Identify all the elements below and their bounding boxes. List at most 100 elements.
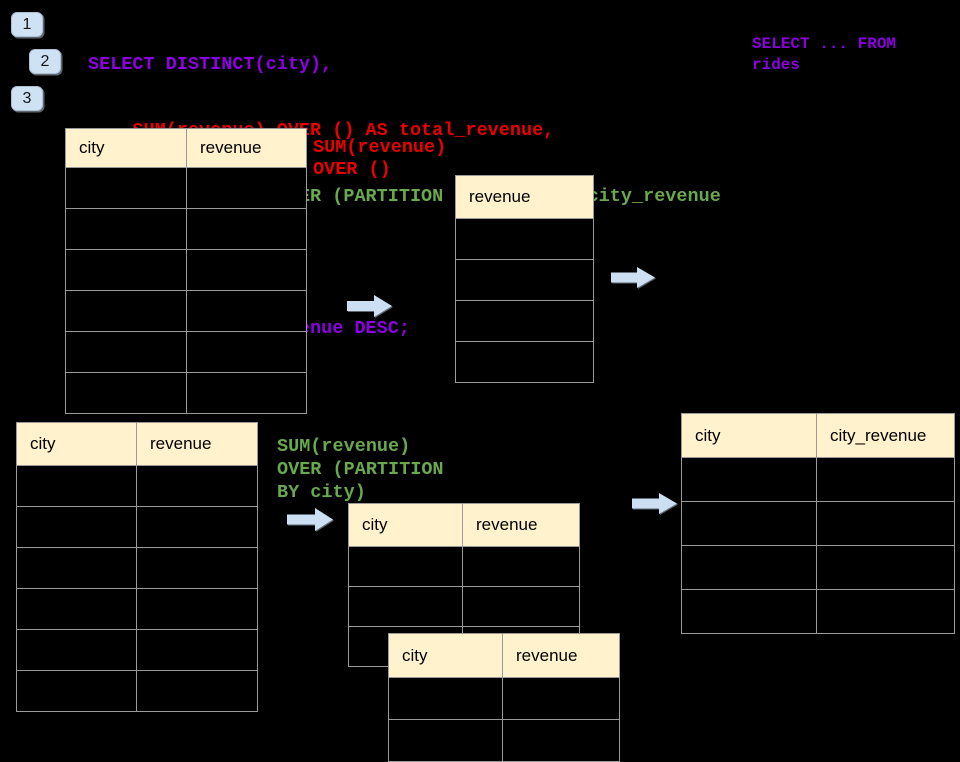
- table-cell: [682, 590, 817, 633]
- table-row: [456, 342, 593, 382]
- table-row: [682, 458, 954, 502]
- table-row: [682, 502, 954, 546]
- table-row: [66, 332, 306, 373]
- table-partition-group-1: city revenue: [348, 503, 580, 667]
- table-cell: [682, 458, 817, 501]
- table-row: [456, 260, 593, 301]
- table-cell: [349, 587, 463, 626]
- table-cell: [17, 507, 137, 547]
- table-result-city-revenue: city city_revenue: [681, 413, 955, 634]
- column-header-city: city: [682, 414, 817, 457]
- table-row: [17, 589, 257, 630]
- table-cell: [137, 466, 257, 506]
- table-row: [66, 209, 306, 250]
- table-cell: [682, 546, 817, 589]
- table-row: [389, 720, 619, 761]
- table-header-row: city revenue: [349, 504, 579, 547]
- table-cell: [389, 678, 503, 719]
- column-header-revenue: revenue: [503, 634, 619, 677]
- table-row: [17, 671, 257, 711]
- table-row: [17, 507, 257, 548]
- arrow-right-icon: [611, 267, 655, 288]
- table-row: [349, 587, 579, 627]
- table-cell: [187, 373, 306, 413]
- column-header-city: city: [349, 504, 463, 546]
- table-cell: [463, 587, 579, 626]
- table-cell: [17, 466, 137, 506]
- table-revenue-only: revenue: [455, 175, 594, 383]
- table-cell: [456, 260, 593, 300]
- table-row: [66, 373, 306, 413]
- table-header-row: city city_revenue: [682, 414, 954, 458]
- table-cell: [817, 458, 954, 501]
- table-row: [17, 466, 257, 507]
- arrow-right-icon: [287, 508, 333, 531]
- table-cell: [17, 548, 137, 588]
- table-header-row: revenue: [456, 176, 593, 219]
- table-cell: [389, 720, 503, 761]
- table-cell: [17, 589, 137, 629]
- column-header-revenue: revenue: [456, 176, 593, 218]
- column-header-revenue: revenue: [463, 504, 579, 546]
- table-cell: [817, 546, 954, 589]
- table-cell: [137, 630, 257, 670]
- step-badge-2: 2: [29, 49, 61, 74]
- table-cell: [456, 301, 593, 341]
- table-row: [17, 630, 257, 671]
- column-header-city: city: [389, 634, 503, 677]
- code-line-select: SELECT DISTINCT(city),: [88, 54, 333, 75]
- partition-annotation: SUM(revenue) OVER (PARTITION BY city): [277, 436, 444, 503]
- table-cell: [66, 373, 187, 413]
- table-row: [17, 548, 257, 589]
- table-cell: [349, 547, 463, 586]
- table-header-row: city revenue: [17, 423, 257, 466]
- arrow-right-icon: [632, 493, 677, 514]
- table-source-partition: city revenue: [16, 422, 258, 712]
- table-cell: [66, 168, 187, 208]
- step-badge-3: 3: [11, 86, 43, 111]
- table-cell: [456, 342, 593, 382]
- table-row: [389, 678, 619, 720]
- table-row: [456, 219, 593, 260]
- table-cell: [187, 209, 306, 249]
- table-cell: [187, 168, 306, 208]
- table-cell: [187, 250, 306, 290]
- column-header-city: city: [17, 423, 137, 465]
- table-cell: [66, 332, 187, 372]
- table-cell: [817, 590, 954, 633]
- column-header-revenue: revenue: [187, 129, 306, 167]
- table-cell: [682, 502, 817, 545]
- table-cell: [137, 671, 257, 711]
- table-row: [682, 590, 954, 633]
- table-cell: [17, 671, 137, 711]
- table-cell: [66, 291, 187, 331]
- table-cell: [137, 589, 257, 629]
- column-header-city-revenue: city_revenue: [817, 414, 954, 457]
- table-cell: [137, 548, 257, 588]
- table-cell: [66, 209, 187, 249]
- table-row: [349, 547, 579, 587]
- table-cell: [187, 291, 306, 331]
- table-source-total: city revenue: [65, 128, 307, 414]
- table-row: [456, 301, 593, 342]
- table-cell: [503, 720, 619, 761]
- column-header-city: city: [66, 129, 187, 167]
- table-row: [682, 546, 954, 590]
- table-cell: [137, 507, 257, 547]
- step-badge-1: 1: [11, 12, 43, 37]
- table-row: [66, 168, 306, 209]
- arrow-right-icon: [347, 295, 392, 317]
- table-cell: [456, 219, 593, 259]
- table-cell: [17, 630, 137, 670]
- table-header-row: city revenue: [389, 634, 619, 678]
- table-header-row: city revenue: [66, 129, 306, 168]
- table-cell: [187, 332, 306, 372]
- table-row: [66, 291, 306, 332]
- table-cell: [817, 502, 954, 545]
- table-partition-group-2: city revenue: [388, 633, 620, 762]
- table-cell: [463, 547, 579, 586]
- side-note-select-from-rides: SELECT ... FROM rides: [752, 35, 897, 74]
- table-cell: [66, 250, 187, 290]
- total-revenue-annotation: SUM(revenue) OVER (): [313, 137, 447, 180]
- table-row: [66, 250, 306, 291]
